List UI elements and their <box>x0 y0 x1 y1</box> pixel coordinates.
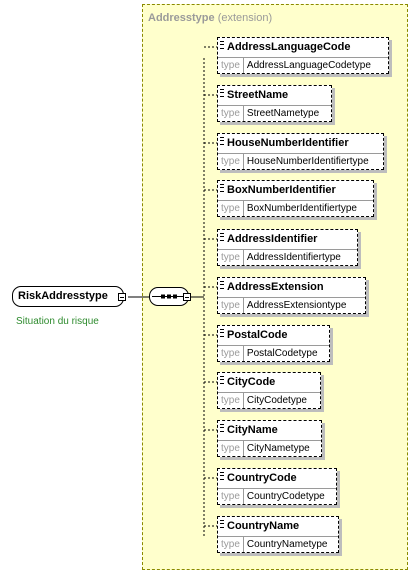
extension-qualifier: (extension) <box>217 12 273 24</box>
element-marker-icon <box>220 472 224 480</box>
element-name-text: PostalCode <box>227 329 288 341</box>
element-marker-icon <box>220 184 224 192</box>
element-marker-icon <box>220 424 224 432</box>
type-value: CityCodetype <box>246 395 307 406</box>
element-name: PostalCode <box>218 326 329 343</box>
root-element-box[interactable]: RiskAddresstype <box>12 286 124 307</box>
root-annotation: Situation du risque <box>16 316 99 327</box>
extension-name: Addresstype <box>148 12 215 24</box>
element-marker-icon <box>220 281 224 289</box>
root-element-name: RiskAddresstype <box>18 290 108 302</box>
type-label: type <box>218 489 244 504</box>
element-name-text: HouseNumberIdentifier <box>227 137 349 149</box>
type-label: type <box>218 201 244 216</box>
sequence-icon <box>152 294 186 299</box>
element-name: CityName <box>218 421 321 438</box>
type-label: type <box>218 106 244 121</box>
element-name: AddressLanguageCode <box>218 38 388 55</box>
element-name-text: CountryCode <box>227 472 297 484</box>
type-value: AddressExtensiontype <box>246 300 347 311</box>
element-name: CityCode <box>218 373 320 390</box>
type-value: AddressIdentifiertype <box>246 252 341 263</box>
type-label: type <box>218 58 244 73</box>
element-name-text: CityCode <box>227 376 276 388</box>
type-value: HouseNumberIdentifiertype <box>246 156 369 167</box>
type-value: CityNametype <box>246 443 310 454</box>
sequence-compositor[interactable] <box>149 287 189 306</box>
type-label: type <box>218 154 244 169</box>
element-marker-icon <box>220 137 224 145</box>
element-marker-icon <box>220 89 224 97</box>
element-marker-icon <box>220 376 224 384</box>
element-name: HouseNumberIdentifier <box>218 134 383 151</box>
element-name: AddressExtension <box>218 278 365 295</box>
element-marker-icon <box>220 41 224 49</box>
element-name-text: AddressLanguageCode <box>227 41 351 53</box>
type-value: BoxNumberIdentifiertype <box>246 203 357 214</box>
element-name-text: BoxNumberIdentifier <box>227 184 336 196</box>
element-name: CountryCode <box>218 469 336 486</box>
extension-title: Addresstype (extension) <box>148 12 272 24</box>
type-value: AddressLanguageCodetype <box>246 60 371 71</box>
element-name: AddressIdentifier <box>218 230 357 247</box>
element-name: BoxNumberIdentifier <box>218 181 373 198</box>
element-marker-icon <box>220 329 224 337</box>
element-name-text: CountryName <box>227 520 300 532</box>
element-name-text: StreetName <box>227 89 289 101</box>
type-label: type <box>218 441 244 456</box>
root-collapse-icon[interactable] <box>118 293 126 301</box>
element-name-text: AddressIdentifier <box>227 233 318 245</box>
type-label: type <box>218 537 244 552</box>
element-name: CountryName <box>218 517 338 534</box>
type-value: CountryNametype <box>246 539 328 550</box>
element-name: StreetName <box>218 86 331 103</box>
type-label: type <box>218 346 244 361</box>
type-value: CountryCodetype <box>246 491 325 502</box>
element-name-text: CityName <box>227 424 278 436</box>
type-label: type <box>218 298 244 313</box>
element-marker-icon <box>220 233 224 241</box>
sequence-collapse-icon[interactable] <box>183 293 191 301</box>
type-label: type <box>218 250 244 265</box>
element-marker-icon <box>220 520 224 528</box>
type-label: type <box>218 393 244 408</box>
element-name-text: AddressExtension <box>227 281 324 293</box>
type-value: PostalCodetype <box>246 348 318 359</box>
type-value: StreetNametype <box>246 108 320 119</box>
